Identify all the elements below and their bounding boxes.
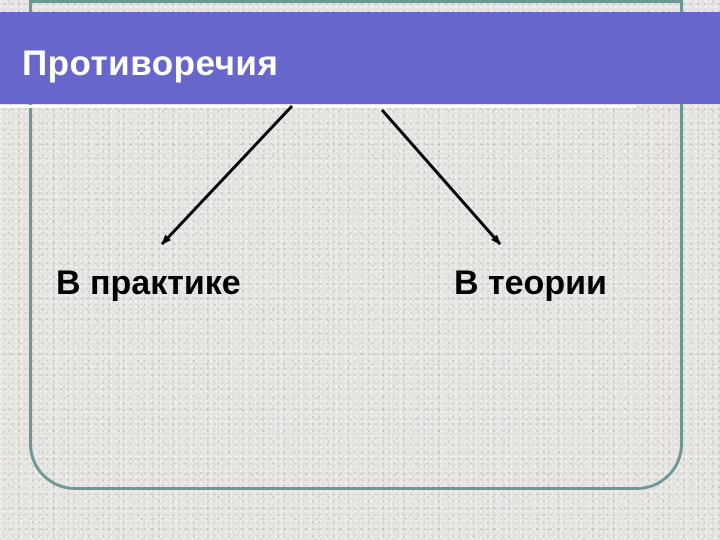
branch-label-theory: В теории <box>454 264 607 302</box>
arrow-to-practice <box>160 104 294 246</box>
arrow-to-theory <box>380 109 502 245</box>
slide-title: Противоречия <box>22 44 279 83</box>
title-underline <box>0 105 636 108</box>
title-bar: Противоречия <box>0 12 720 108</box>
branch-label-practice: В практике <box>56 264 241 302</box>
content-frame <box>29 0 683 490</box>
